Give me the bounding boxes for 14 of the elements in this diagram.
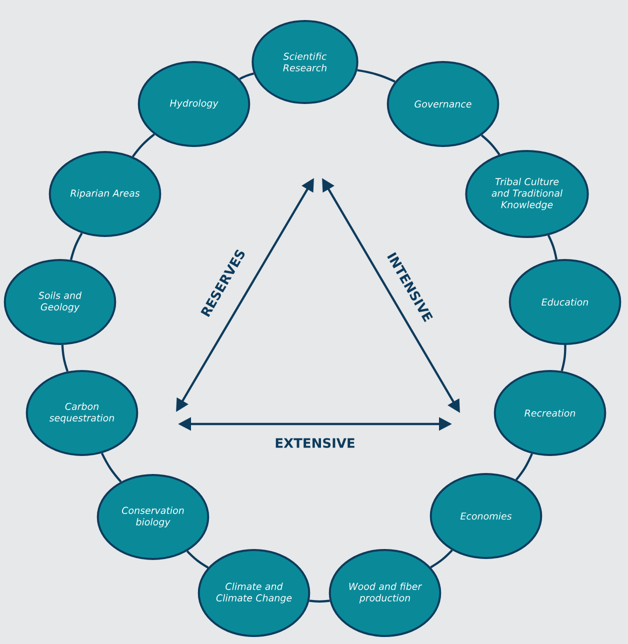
- ring-connector: [61, 344, 69, 372]
- arrow-label: EXTENSIVE: [276, 438, 354, 448]
- ring-connector: [100, 452, 122, 482]
- ring-connector: [357, 69, 396, 83]
- ring-connector: [480, 134, 500, 156]
- ring-connector: [70, 232, 83, 260]
- ring-connector: [560, 345, 566, 372]
- ring-connector: [309, 600, 330, 603]
- ring-connector: [186, 550, 209, 569]
- ring-connector: [547, 234, 558, 260]
- ring-connector: [430, 550, 453, 568]
- ring-connector: [132, 133, 155, 158]
- ring-connector: [239, 72, 254, 80]
- ring-connector: [515, 453, 533, 480]
